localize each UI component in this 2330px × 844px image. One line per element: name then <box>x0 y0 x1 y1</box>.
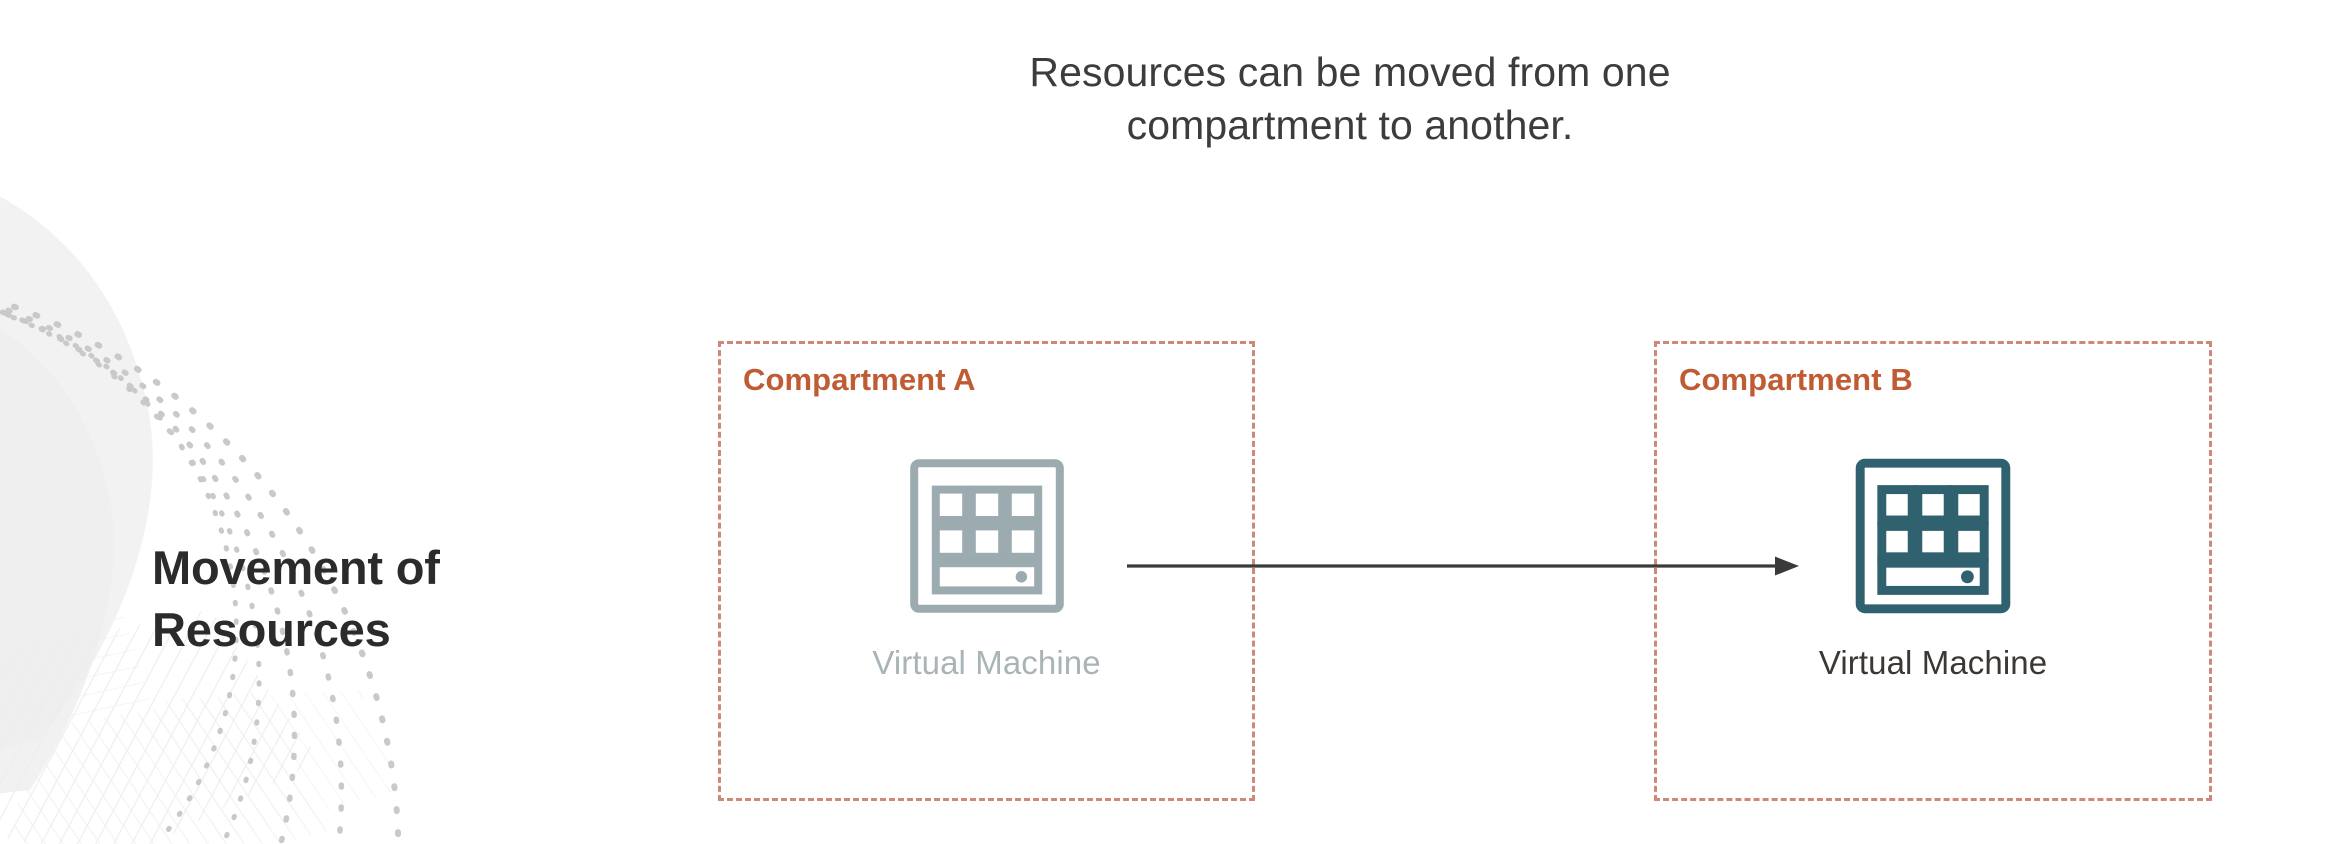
compartment-b-resource-label: Virtual Machine <box>1818 644 2048 681</box>
slide-heading-line-1: Resources can be moved from one <box>1029 49 1671 95</box>
compartment-a-resource: Virtual Machine <box>721 456 1252 682</box>
decorative-background-art <box>0 196 402 844</box>
compartment-b: Compartment B Virtual Machine <box>1654 341 2212 801</box>
compartment-a: Compartment A Virtual Machine <box>718 341 1255 801</box>
virtual-machine-icon <box>1855 458 2011 614</box>
slide-title-line-2: Resources <box>152 603 391 657</box>
slide-title-line-1: Movement of <box>152 541 440 594</box>
slide-heading-line-2: compartment to another. <box>1126 102 1574 149</box>
compartment-b-label: Compartment B <box>1679 362 1913 397</box>
virtual-machine-icon <box>909 459 1064 613</box>
compartment-a-resource-label: Virtual Machine <box>872 644 1101 681</box>
slide-title: Movement of Resources <box>152 537 582 661</box>
slide-heading: Resources can be moved from one compartm… <box>900 46 1800 153</box>
compartment-a-label: Compartment A <box>743 362 976 397</box>
compartment-b-resource: Virtual Machine <box>1657 456 2209 682</box>
